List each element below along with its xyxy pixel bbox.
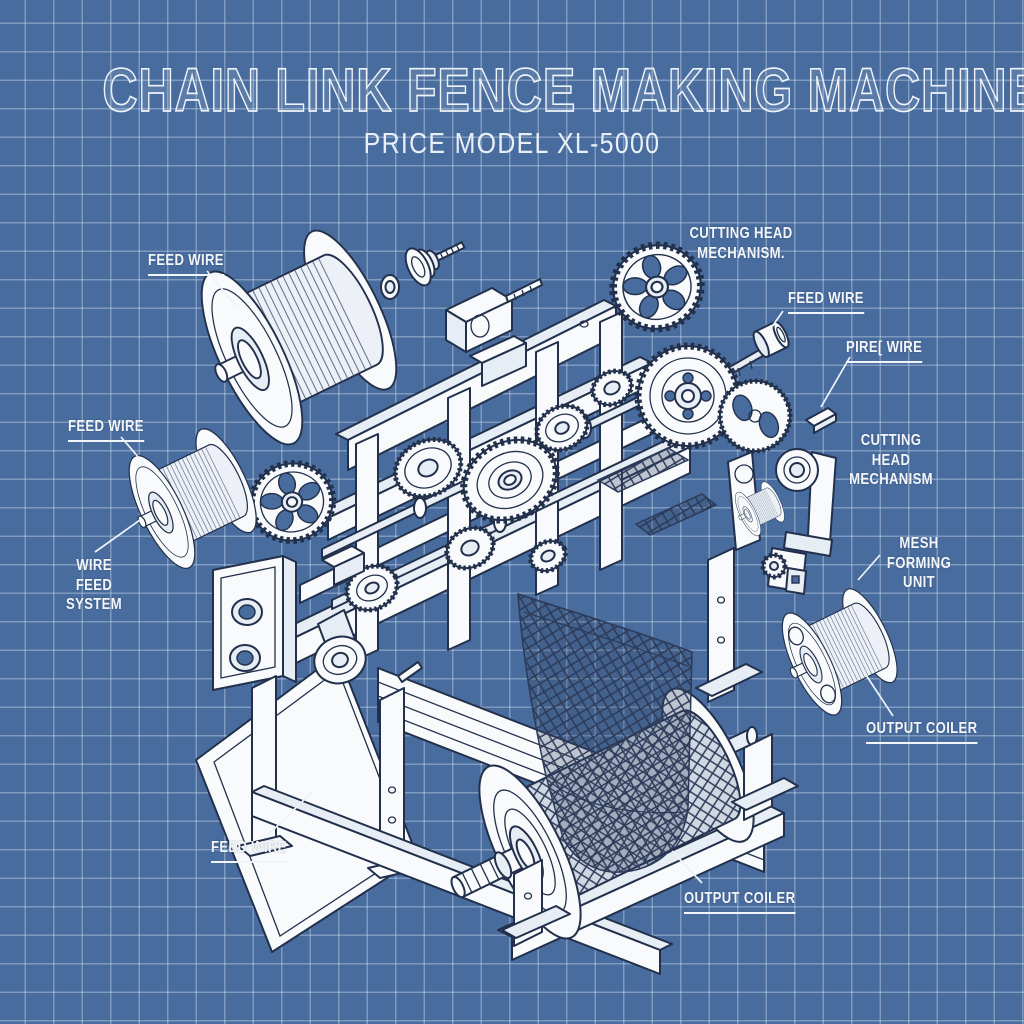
label-feed-wire-left: FEED WIRE — [68, 417, 144, 442]
feed-block-assembly — [445, 278, 543, 387]
spoked-gear-left — [243, 454, 342, 549]
cutting-head-mechanism — [604, 235, 837, 595]
label-output-coiler-bottom: OUTPUT COILER — [684, 889, 796, 914]
washer — [380, 274, 400, 300]
label-feed-wire-top-left: FEED WIRE — [148, 251, 224, 276]
page-title: CHAIN LINK FENCE MAKING MACHINE — [102, 56, 1024, 124]
gear-train — [243, 368, 634, 613]
chain-texture — [596, 447, 718, 536]
wire-roller — [752, 320, 790, 359]
chain-link-mesh — [517, 592, 693, 873]
drum-supports — [501, 733, 799, 947]
label-pire-wire: PIRE[ WIRE — [846, 338, 923, 363]
label-cutting-head-right: CUTTING HEAD MECHANISM — [849, 432, 933, 489]
cutting-head-bracket — [760, 448, 837, 595]
label-output-coiler-right: OUTPUT COILER — [866, 719, 978, 744]
cam-gear — [717, 378, 793, 454]
label-cutting-head-top: CUTTING HEAD MECHANISM. — [689, 225, 793, 262]
label-feed-wire-bottom: FEED WIRE — [211, 838, 287, 863]
pulley-bolt-assembly — [404, 241, 466, 287]
pin-bar — [805, 407, 837, 434]
feed-clamp-blocks — [321, 545, 365, 586]
output-coiler-spool — [766, 577, 911, 725]
wire-roller-unit — [313, 609, 423, 685]
leader-lines — [94, 270, 894, 884]
label-mesh-forming-unit: MESH FORMING UNIT — [886, 535, 952, 592]
page-subtitle: PRICE MODEL XL-5000 — [363, 128, 661, 160]
mesh-forming-unit-parts — [727, 451, 791, 551]
label-wire-feed-system: WIRE FEED SYSTEM — [66, 557, 122, 614]
label-feed-wire-right: FEED WIRE — [788, 289, 864, 314]
